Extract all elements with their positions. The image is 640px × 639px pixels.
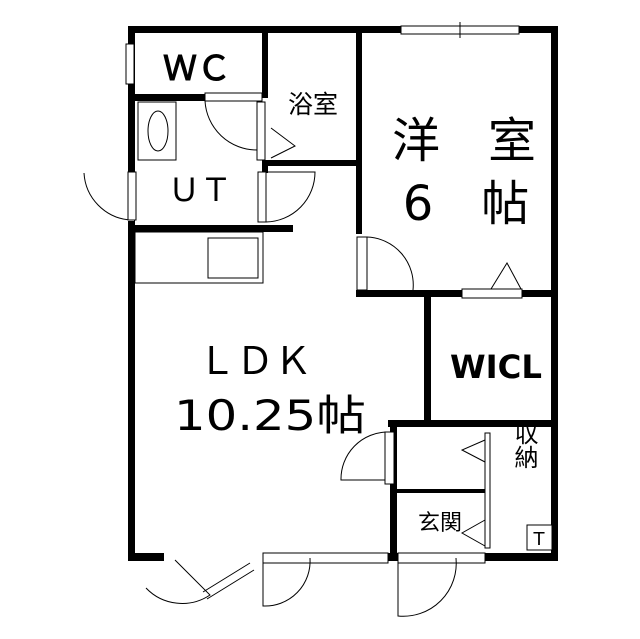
label-wicl: WICL: [450, 348, 542, 386]
walls: [128, 26, 558, 561]
label-entrance: 玄関: [418, 511, 462, 536]
label-wc: ＷＣ: [163, 49, 231, 89]
label-bathroom: 浴室: [288, 90, 338, 119]
fixtures: [83, 22, 523, 617]
room-labels: ＷＣ 浴室 ＵＴ 洋 室 6 帖 ＬＤＫ 10.25帖 WICL 収納 玄関 T: [163, 49, 553, 551]
label-utility: ＵＴ: [168, 171, 232, 209]
label-ldk: ＬＤＫ: [198, 339, 312, 383]
label-storage: 収納: [510, 421, 538, 469]
label-storage-mark: T: [533, 529, 546, 550]
label-ldk-size: 10.25帖: [174, 391, 366, 440]
label-western-room-size: 6 帖: [403, 176, 530, 232]
label-western-room: 洋 室: [392, 113, 536, 169]
